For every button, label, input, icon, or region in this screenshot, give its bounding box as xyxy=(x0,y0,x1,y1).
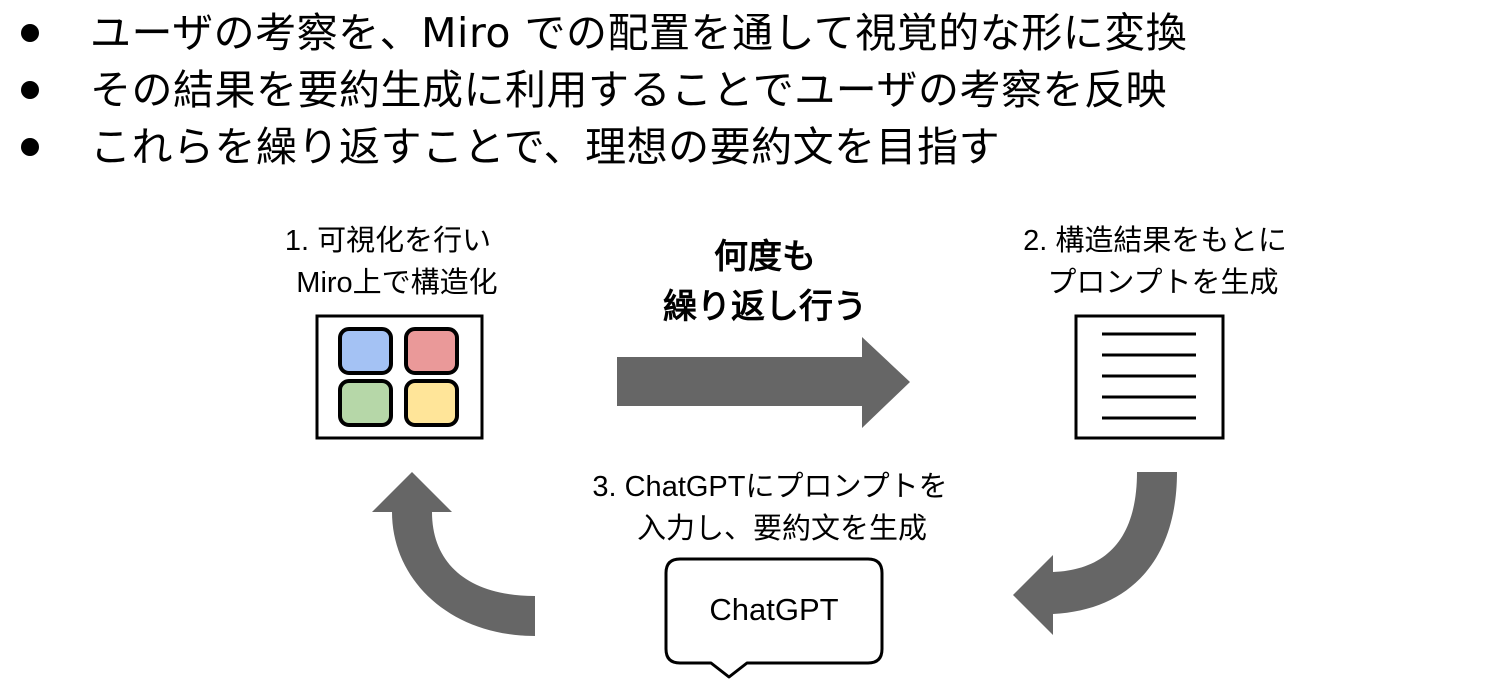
bullet-text: ユーザの考察を、Miro での配置を通して視覚的な形に変換 xyxy=(90,9,1188,57)
sticky-note-yellow xyxy=(404,379,459,427)
curved-arrow-up-icon xyxy=(372,472,535,636)
step3-label: 3. ChatGPTにプロンプトを 入力し、要約文を生成 xyxy=(520,466,1020,550)
right-arrow-icon xyxy=(617,337,910,428)
speech-bubble-icon xyxy=(664,557,884,679)
sticky-note-green xyxy=(338,379,393,427)
document-icon xyxy=(1074,314,1225,440)
repeat-label-line1: 何度も xyxy=(714,237,816,277)
bullet-text: これらを繰り返すことで、理想の要約文を目指す xyxy=(90,123,1001,171)
repeat-label-line2: 繰り返し行う xyxy=(663,287,867,327)
step2-label-line1: 2. 構造結果をもとに xyxy=(1023,225,1287,257)
sticky-note-blue xyxy=(338,327,393,375)
bullet-dot-icon xyxy=(21,138,39,156)
miro-board-icon xyxy=(315,314,484,440)
step1-label-line1: 1. 可視化を行い xyxy=(284,225,492,257)
step2-label-line2: プロンプトを生成 xyxy=(1047,267,1279,299)
chatgpt-bubble-label: ChatGPT xyxy=(709,592,839,627)
repeat-label: 何度も 繰り返し行う xyxy=(600,232,930,332)
bullet-dot-icon xyxy=(21,24,39,42)
step3-label-line1: 3. ChatGPTにプロンプトを xyxy=(592,471,948,503)
step3-label-line2: 入力し、要約文を生成 xyxy=(636,513,927,545)
bullet-dot-icon xyxy=(21,81,39,99)
sticky-note-red xyxy=(404,327,459,375)
step1-label-line2: Miro上で構造化 xyxy=(296,267,498,299)
curved-arrow-down-left-icon xyxy=(1013,472,1177,635)
step2-label: 2. 構造結果をもとに プロンプトを生成 xyxy=(970,220,1340,304)
step1-label: 1. 可視化を行い Miro上で構造化 xyxy=(228,220,548,304)
bullet-text: その結果を要約生成に利用することでユーザの考察を反映 xyxy=(90,66,1167,114)
